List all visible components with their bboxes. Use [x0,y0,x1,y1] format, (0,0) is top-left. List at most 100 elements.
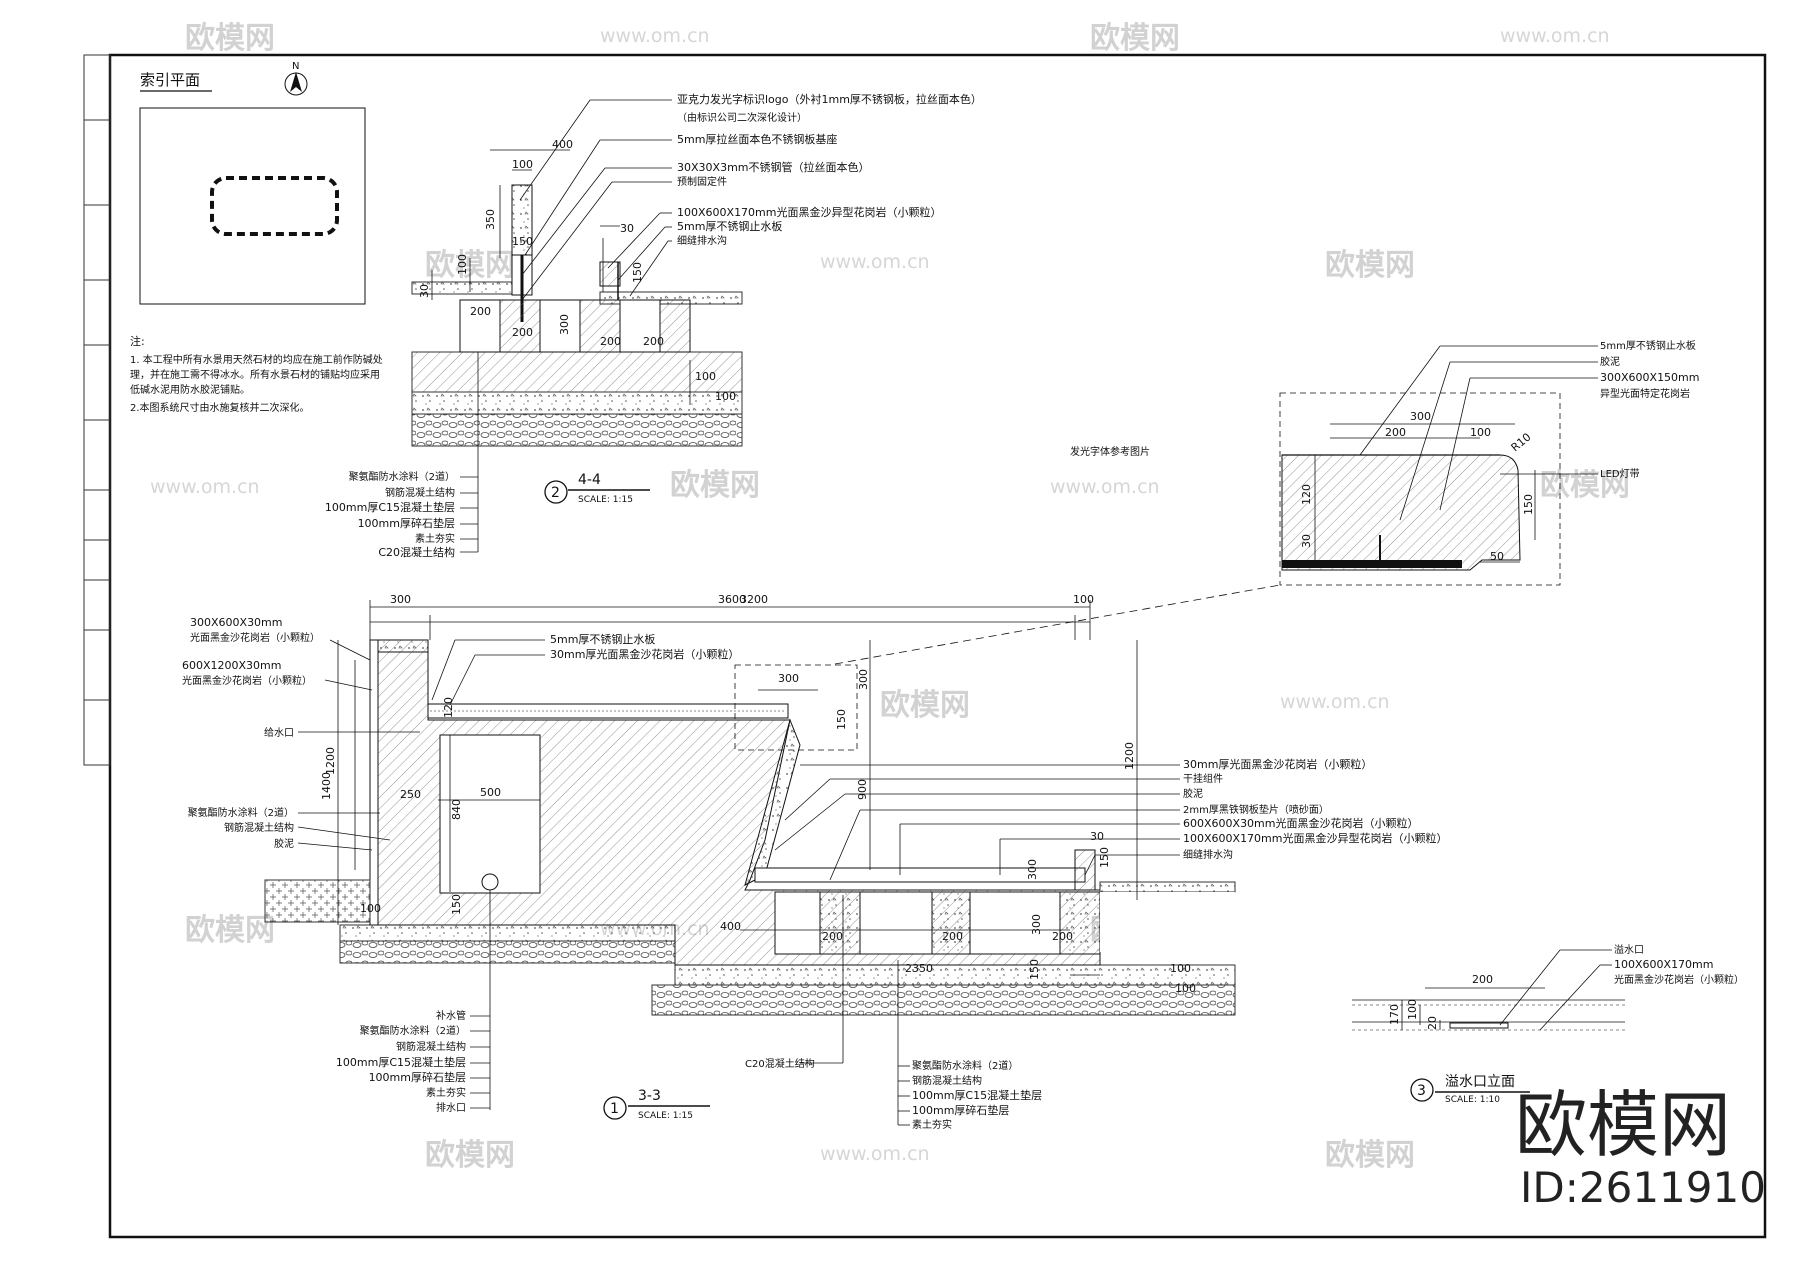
callout-label: 5mm厚拉丝面本色不锈钢板基座 [677,132,837,146]
dim-label: 100 [512,158,533,171]
callout-label: 钢筋混凝土结构 [912,1074,982,1087]
callout-label: 30X30X3mm不锈钢管（拉丝面本色） [677,160,870,174]
callout-label: 600X600X30mm光面黑金沙花岗岩（小颗粒） [1183,816,1419,830]
brand-name: 欧模网 [1515,1083,1731,1167]
notes-heading: 注: [130,334,145,348]
dim-label: 150 [1028,959,1041,980]
dim-label: 100 [1470,426,1491,439]
section-scale: SCALE: 1:10 [1445,1095,1500,1105]
overflow-elevation: 200 170 100 20 溢水口 100X600X170mm 光面黑金沙花岗… [1352,943,1744,1105]
section-title: 溢水口立面 [1445,1074,1515,1090]
callout-label: 亚克力发光字标识logo（外衬1mm厚不锈钢板，拉丝面本色） [677,92,982,106]
section-marker-icon [603,1096,627,1120]
callout-label: 溢水口 [1614,943,1644,956]
dim-label: 200 [1052,930,1073,943]
callout-label: 胶泥 [1183,787,1203,800]
callout-label: 100mm厚碎石垫层 [369,1070,466,1084]
watermark-url: www.om.cn [1050,476,1160,498]
index-plan-pool-outline [210,176,339,236]
dim-label: 3200 [740,593,768,606]
callout-label: 胶泥 [274,837,294,850]
callout-label: 补水管 [436,1009,466,1022]
watermark-text: 欧模网 [880,688,970,723]
dim-label: 500 [480,786,501,799]
dim-label: 100 [715,390,736,403]
brand-logo: 欧模网 ID:2611910 [1515,1083,1766,1212]
dim-label: 900 [856,779,869,800]
title-strip [83,54,111,766]
detail-caption: 发光字体参考图片 [1070,445,1150,458]
callout-label: LED灯带 [1600,468,1640,480]
dim-label: 200 [470,305,491,318]
callout-label: 素土夯实 [415,532,455,545]
section-4-4: 400 100 350 150 100 30 200 200 300 200 2… [325,92,982,559]
callout-label: 胶泥 [1600,355,1620,368]
index-plan-frame [139,107,366,305]
north-arrow-icon: N [284,61,308,96]
section-number: 2 [551,485,560,501]
notes-line: 理，并在施工需不得冰水。所有水景石材的铺贴均应采用 [130,368,380,381]
dim-label: 300 [558,314,571,335]
section-title: 3-3 [638,1088,661,1104]
notes-line: 1. 本工程中所有水景用天然石材的均应在施工前作防碱处 [130,353,383,366]
dim-label: 300 [857,669,870,690]
callout-label: 100mm厚碎石垫层 [912,1103,1009,1117]
callout-label: 光面黑金沙花岗岩（小颗粒） [190,631,320,644]
section-3-3: 3600 300 3200 100 300 150 300 1200 1400 … [182,593,1448,1131]
callout-label: 30mm厚光面黑金沙花岗岩（小颗粒） [1183,757,1372,771]
callout-label: 100mm厚C15混凝土垫层 [325,500,455,514]
dim-label: 150 [631,262,644,283]
dim-label: 120 [442,697,455,718]
watermark-text: 欧模网 [1090,21,1180,56]
callout-label: C20混凝土结构 [745,1057,815,1070]
watermark-text: 欧模网 [185,21,275,56]
dim-label: 400 [720,920,741,933]
section-scale: SCALE: 1:15 [578,495,633,505]
section-marker-icon [544,480,568,504]
callout-label: 聚氨酯防水涂料（2道） [360,1024,466,1037]
dim-label: 300 [390,593,411,606]
dim-label: 30 [418,284,431,298]
dim-label: 30 [620,222,634,235]
watermark-url: www.om.cn [150,476,260,498]
section-scale: SCALE: 1:15 [638,1111,693,1121]
callout-label: 30mm厚光面黑金沙花岗岩（小颗粒） [550,647,739,661]
callout-label: 细缝排水沟 [1183,848,1233,861]
dim-label: 3600 [718,593,746,606]
callout-label: C20混凝土结构 [378,545,455,559]
dim-label: 200 [942,930,963,943]
dim-label: R10 [1509,430,1534,454]
section-number: 1 [610,1101,619,1117]
dim-label: 150 [1098,847,1111,868]
dim-label: 100 [456,254,469,275]
section-marker-icon [1410,1078,1434,1102]
notes-line: 2.本图系统尺寸由水施复核并二次深化。 [130,401,310,414]
index-plan-title: 索引平面 [140,71,200,89]
dim-label: 100 [1073,593,1094,606]
watermark-url: www.om.cn [820,251,930,273]
callout-label: 预制固定件 [677,175,727,188]
dim-label: 20 [1426,1016,1439,1030]
callout-label: 300X600X150mm [1600,371,1700,384]
callout-label: （由标识公司二次深化设计） [677,111,807,124]
callout-label: 100mm厚C15混凝土垫层 [912,1088,1042,1102]
dim-label: 2350 [905,962,933,975]
dim-label: 200 [643,335,664,348]
callout-label: 2mm厚黑铁钢板垫片（喷砂面） [1183,803,1329,816]
dim-label: 200 [1472,973,1493,986]
callout-label: 100X600X170mm光面黑金沙异型花岗岩（小颗粒） [1183,831,1448,845]
callout-label: 钢筋混凝土结构 [385,486,455,499]
dim-label: 1200 [324,747,337,775]
dim-label: 100 [1175,982,1196,995]
dim-label: 30 [1090,830,1104,843]
dim-label: 300 [1410,410,1431,423]
watermark-url: www.om.cn [1280,691,1390,713]
detail-led: 发光字体参考图片 300 200 100 R10 120 30 150 50 5… [834,339,1700,665]
section-number: 3 [1417,1083,1426,1099]
watermark-text: 欧模网 [425,1138,515,1173]
dim-label: 50 [1490,550,1504,563]
watermark-url: www.om.cn [1500,25,1610,47]
callout-label: 干挂组件 [1183,772,1223,785]
